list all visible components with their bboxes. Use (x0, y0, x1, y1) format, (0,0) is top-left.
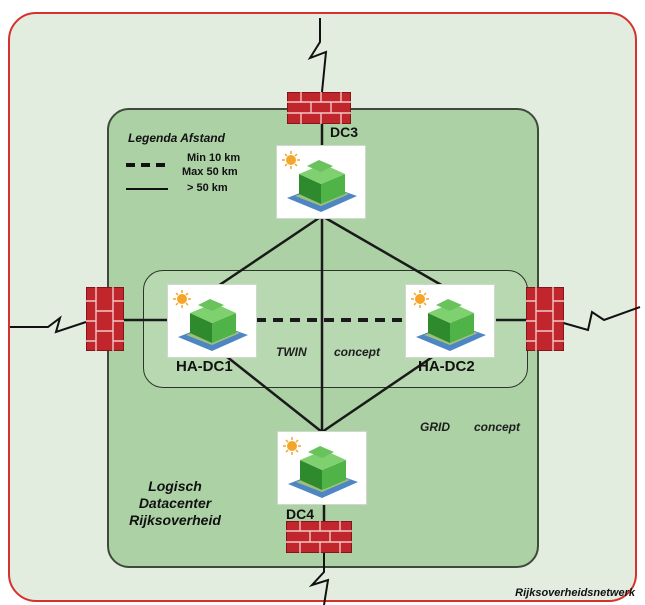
firewall-icon (286, 521, 352, 553)
dc4-label: DC4 (286, 506, 315, 522)
legend-solid-label: > 50 km (187, 182, 228, 194)
twin-label: TWIN (276, 345, 307, 359)
datacenter-ha-dc2 (406, 285, 494, 357)
logical-line-3: Rijksoverheid (129, 512, 221, 528)
datacenter-dc3 (277, 146, 365, 218)
logical-line-2: Datacenter (138, 495, 212, 511)
ha-dc1-label: HA-DC1 (176, 358, 233, 375)
legend-dashed-label-min: Min 10 km (187, 152, 241, 164)
firewall-icon (287, 92, 351, 124)
network-label: Rijksoverheidsnetwerk (515, 587, 635, 599)
external-link-left (10, 315, 87, 334)
legend-dashed-label-max: Max 50 km (182, 166, 238, 178)
firewall-icon (526, 287, 564, 351)
grid-concept-label: concept (474, 420, 521, 434)
link-dc3-ha-dc2 (321, 214, 451, 292)
datacenter-building-icon (173, 290, 248, 351)
datacenter-building-icon (283, 437, 358, 498)
logical-line-1: Logisch (148, 478, 202, 494)
datacenter-ha-dc1 (168, 285, 256, 357)
ha-dc2-label: HA-DC2 (418, 358, 475, 375)
datacenter-dc4 (278, 432, 366, 504)
logical-datacenter-label: Logisch Datacenter Rijksoverheid (100, 478, 250, 529)
link-ha-dc1-dc4 (211, 344, 323, 433)
link-dc3-ha-dc1 (211, 214, 323, 292)
datacenter-building-icon (411, 290, 486, 351)
twin-concept-label: concept (334, 345, 381, 359)
dc3-label: DC3 (330, 124, 359, 140)
link-ha-dc2-dc4 (321, 343, 451, 434)
external-link-top (307, 18, 328, 93)
firewall-icon (86, 287, 124, 351)
datacenter-building-icon (282, 151, 357, 212)
legend-title: Legenda Afstand (128, 131, 225, 145)
grid-label: GRID (420, 420, 450, 434)
external-link-right (559, 306, 641, 332)
external-link-bottom (308, 552, 330, 605)
